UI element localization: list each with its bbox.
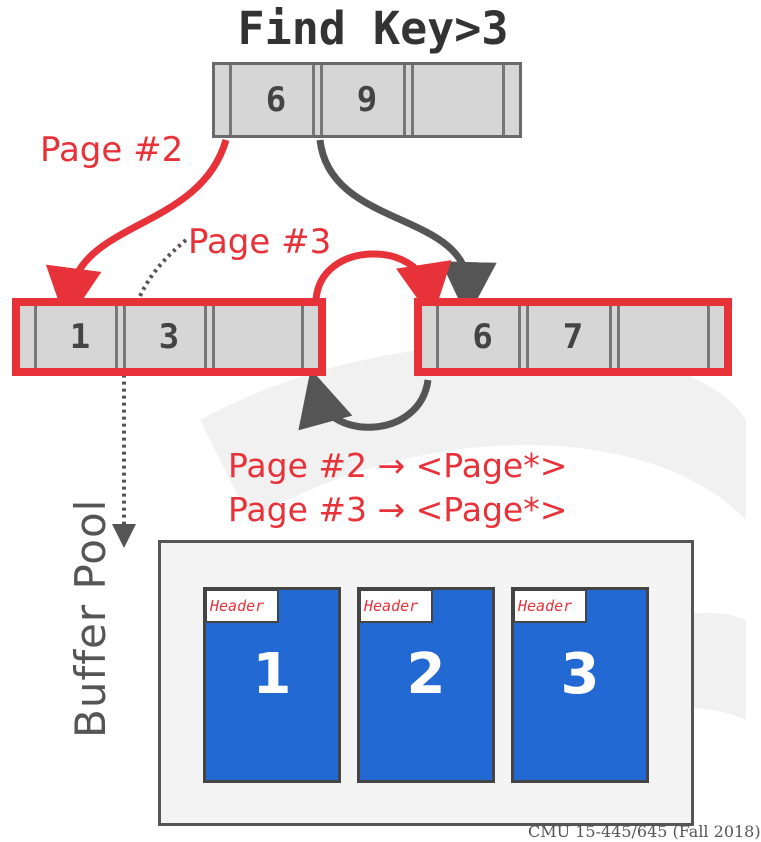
- dotted-pointer-to-buffer-pool: [112, 238, 188, 548]
- arrow-left-to-right-sibling: [312, 250, 452, 320]
- buffer-frame-2: Header 2: [357, 587, 495, 783]
- arrow-root-to-left-leaf: [45, 139, 230, 324]
- right-leaf-key-1: 6: [439, 306, 530, 368]
- right-leaf-key-3: [620, 306, 707, 368]
- frame-page-number: 2: [406, 642, 446, 707]
- left-leaf-key-1: 1: [37, 306, 126, 368]
- root-key-1: 6: [232, 65, 323, 135]
- frame-page-number: 1: [252, 642, 292, 707]
- left-leaf-key-2: 3: [126, 306, 215, 368]
- frame-header: Header: [513, 589, 587, 623]
- buffer-frame-1: Header 1: [203, 587, 341, 783]
- arrow-root-to-right-leaf: [316, 139, 497, 318]
- node-edge: [502, 65, 519, 135]
- page-table-entry-2: Page #2 → <Page*>: [228, 446, 568, 485]
- buffer-frame-3: Header 3: [511, 587, 649, 783]
- frame-page-number: 3: [560, 642, 600, 707]
- node-edge: [301, 306, 318, 368]
- arrow-right-to-left-sibling: [298, 369, 432, 431]
- node-edge: [422, 306, 439, 368]
- left-leaf-key-3: [215, 306, 301, 368]
- page-2-label: Page #2: [40, 130, 184, 170]
- right-leaf-key-2: 7: [529, 306, 620, 368]
- node-edge: [20, 306, 37, 368]
- buffer-pool-label: Buffer Pool: [66, 498, 115, 738]
- root-key-3: [414, 65, 502, 135]
- frame-header: Header: [205, 589, 279, 623]
- root-key-2: 9: [323, 65, 414, 135]
- node-edge: [215, 65, 232, 135]
- frame-header: Header: [359, 589, 433, 623]
- page-table-entry-3: Page #3 → <Page*>: [228, 490, 568, 529]
- leaf-node-right: 6 7: [414, 298, 732, 376]
- node-edge: [706, 306, 724, 368]
- course-footer: CMU 15-445/645 (Fall 2018): [528, 822, 761, 841]
- page-3-label: Page #3: [188, 222, 332, 262]
- root-node: 6 9: [212, 62, 522, 138]
- leaf-node-left: 1 3: [12, 298, 326, 376]
- buffer-pool: Header 1 Header 2 Header 3: [158, 540, 694, 826]
- diagram-title: Find Key>3: [237, 2, 509, 55]
